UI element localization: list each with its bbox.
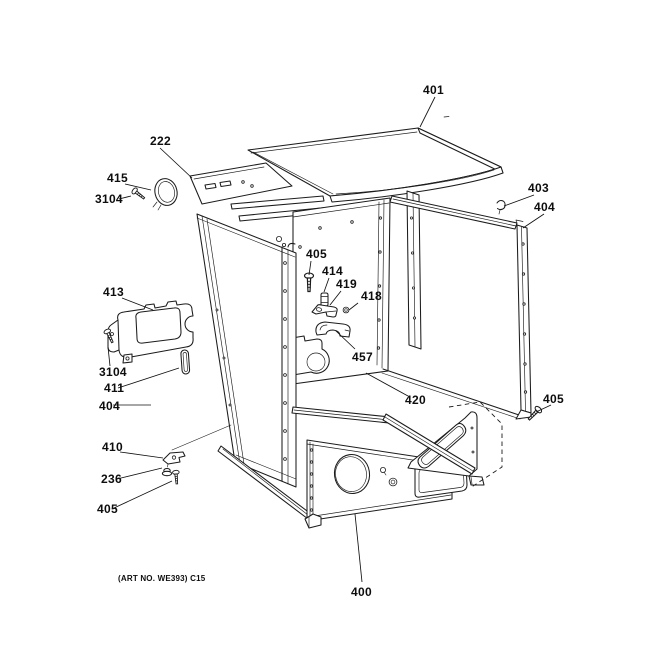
callout-411-label-14: 411 <box>104 381 124 395</box>
callout-403-label-4: 403 <box>528 181 549 195</box>
callout-457-leader-10 <box>335 330 356 350</box>
callout-418-leader-9 <box>348 302 359 311</box>
bracket-457 <box>315 321 351 338</box>
callout-405-leader-18 <box>113 480 173 509</box>
callout-404-label-5: 404 <box>534 200 555 214</box>
callout-404-label-15: 404 <box>99 399 120 413</box>
callout-405-label-18: 405 <box>97 502 118 516</box>
callout-405-leader-19 <box>535 404 552 413</box>
callout-403-leader-4 <box>503 194 535 207</box>
callout-236-leader-17 <box>116 467 163 480</box>
clip-403 <box>496 200 506 215</box>
duct-assembly-413 <box>107 300 194 364</box>
callout-414-label-7: 414 <box>322 264 343 278</box>
spacer-414 <box>320 292 329 307</box>
callout-401-label-0: 401 <box>423 83 444 97</box>
callout-400-label-20: 400 <box>351 585 372 599</box>
right-side-frame <box>381 195 523 420</box>
screw-3104-top <box>130 186 147 202</box>
callout-3104-leader-3 <box>118 195 132 200</box>
callout-404-leader-5 <box>522 213 545 229</box>
callout-420-leader-11 <box>365 372 409 397</box>
callout-405-label-19: 405 <box>543 392 564 406</box>
top-rear-bracket-222 <box>189 162 293 205</box>
oval-cover-415 <box>152 178 178 211</box>
callout-420-label-11: 420 <box>405 393 426 407</box>
top-panel-401 <box>247 116 504 203</box>
callout-3104-label-13: 3104 <box>99 365 127 379</box>
leveling-parts <box>161 424 232 485</box>
callout-415-leader-2 <box>124 183 152 191</box>
rear-right-corner-post <box>406 190 422 350</box>
capsule-411 <box>180 349 191 375</box>
callout-415-label-2: 415 <box>107 171 128 185</box>
callout-3104-leader-13 <box>107 346 111 367</box>
ring-418 <box>342 306 350 314</box>
leveling-bracket-410 <box>162 451 186 468</box>
callout-400-leader-20 <box>354 513 363 583</box>
callout-413-leader-12 <box>121 297 154 311</box>
callout-457-label-10: 457 <box>352 350 373 364</box>
right-channel-404 <box>515 219 532 420</box>
callout-418-label-9: 418 <box>361 289 382 303</box>
callout-401-leader-0 <box>419 96 436 128</box>
front-panel <box>196 213 297 488</box>
callout-414-leader-7 <box>323 277 330 293</box>
art-number-note: (ART NO. WE393) C15 <box>118 574 206 583</box>
bracket-419 <box>311 304 338 318</box>
callout-419-label-8: 419 <box>336 277 357 291</box>
base-diagonal-brace <box>382 413 476 475</box>
callout-405-leader-6 <box>308 260 312 276</box>
callout-410-leader-16 <box>119 451 164 459</box>
callout-222-label-1: 222 <box>150 134 171 148</box>
callout-222-leader-1 <box>159 147 193 179</box>
back-panel <box>291 197 391 385</box>
callout-3104-label-3: 3104 <box>95 192 123 206</box>
leveling-foot-236 <box>161 467 173 477</box>
screw-405-bottom <box>171 469 181 485</box>
callout-410-label-16: 410 <box>102 440 123 454</box>
callout-411-leader-14 <box>117 367 180 389</box>
interior-hardware <box>303 272 351 338</box>
base-assembly <box>217 401 544 529</box>
screw-3104-mid <box>102 327 116 345</box>
callout-405-label-6: 405 <box>306 247 327 261</box>
callout-413-label-12: 413 <box>103 285 124 299</box>
callout-419-leader-8 <box>329 290 342 306</box>
callout-236-label-17: 236 <box>101 472 122 486</box>
